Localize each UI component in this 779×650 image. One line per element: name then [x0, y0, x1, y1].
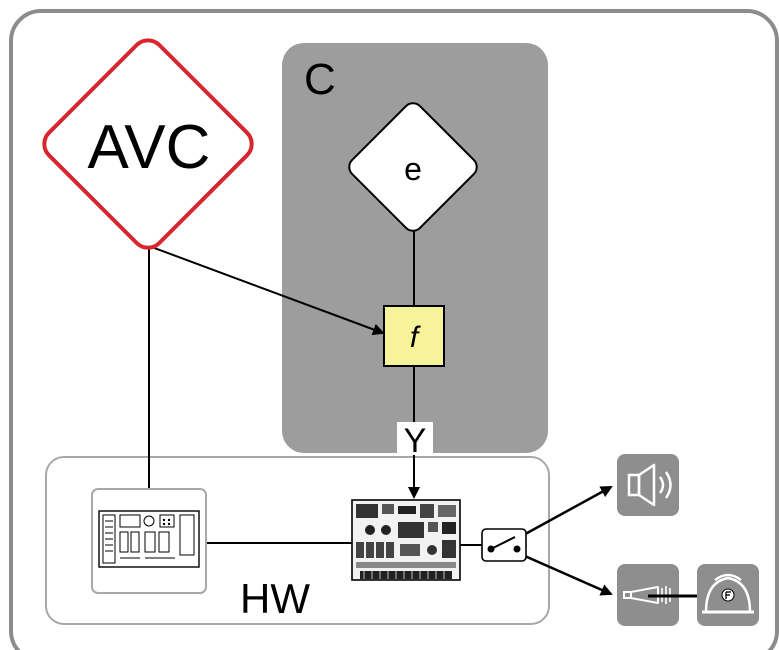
y-signal-label: Y	[404, 422, 427, 460]
switch-to-horn-arrow	[517, 551, 613, 596]
f-label: f	[410, 321, 421, 354]
y-signal-box	[397, 422, 433, 455]
circuit-board-icon	[351, 499, 461, 581]
avc-label: AVC	[88, 113, 211, 182]
e-node	[348, 102, 478, 232]
speaker-icon	[617, 454, 679, 516]
control-panel-icon	[91, 488, 207, 594]
firefighter-helmet-icon	[697, 564, 759, 626]
switch-icon	[481, 528, 527, 562]
controller-group-label: C	[304, 55, 336, 104]
avc-to-f-arrow	[148, 245, 385, 336]
e-label: e	[404, 151, 422, 187]
f-node	[383, 305, 445, 367]
switch-to-speaker-arrow	[517, 485, 613, 540]
avc-node	[42, 38, 254, 250]
hardware-group-label: HW	[240, 575, 310, 622]
